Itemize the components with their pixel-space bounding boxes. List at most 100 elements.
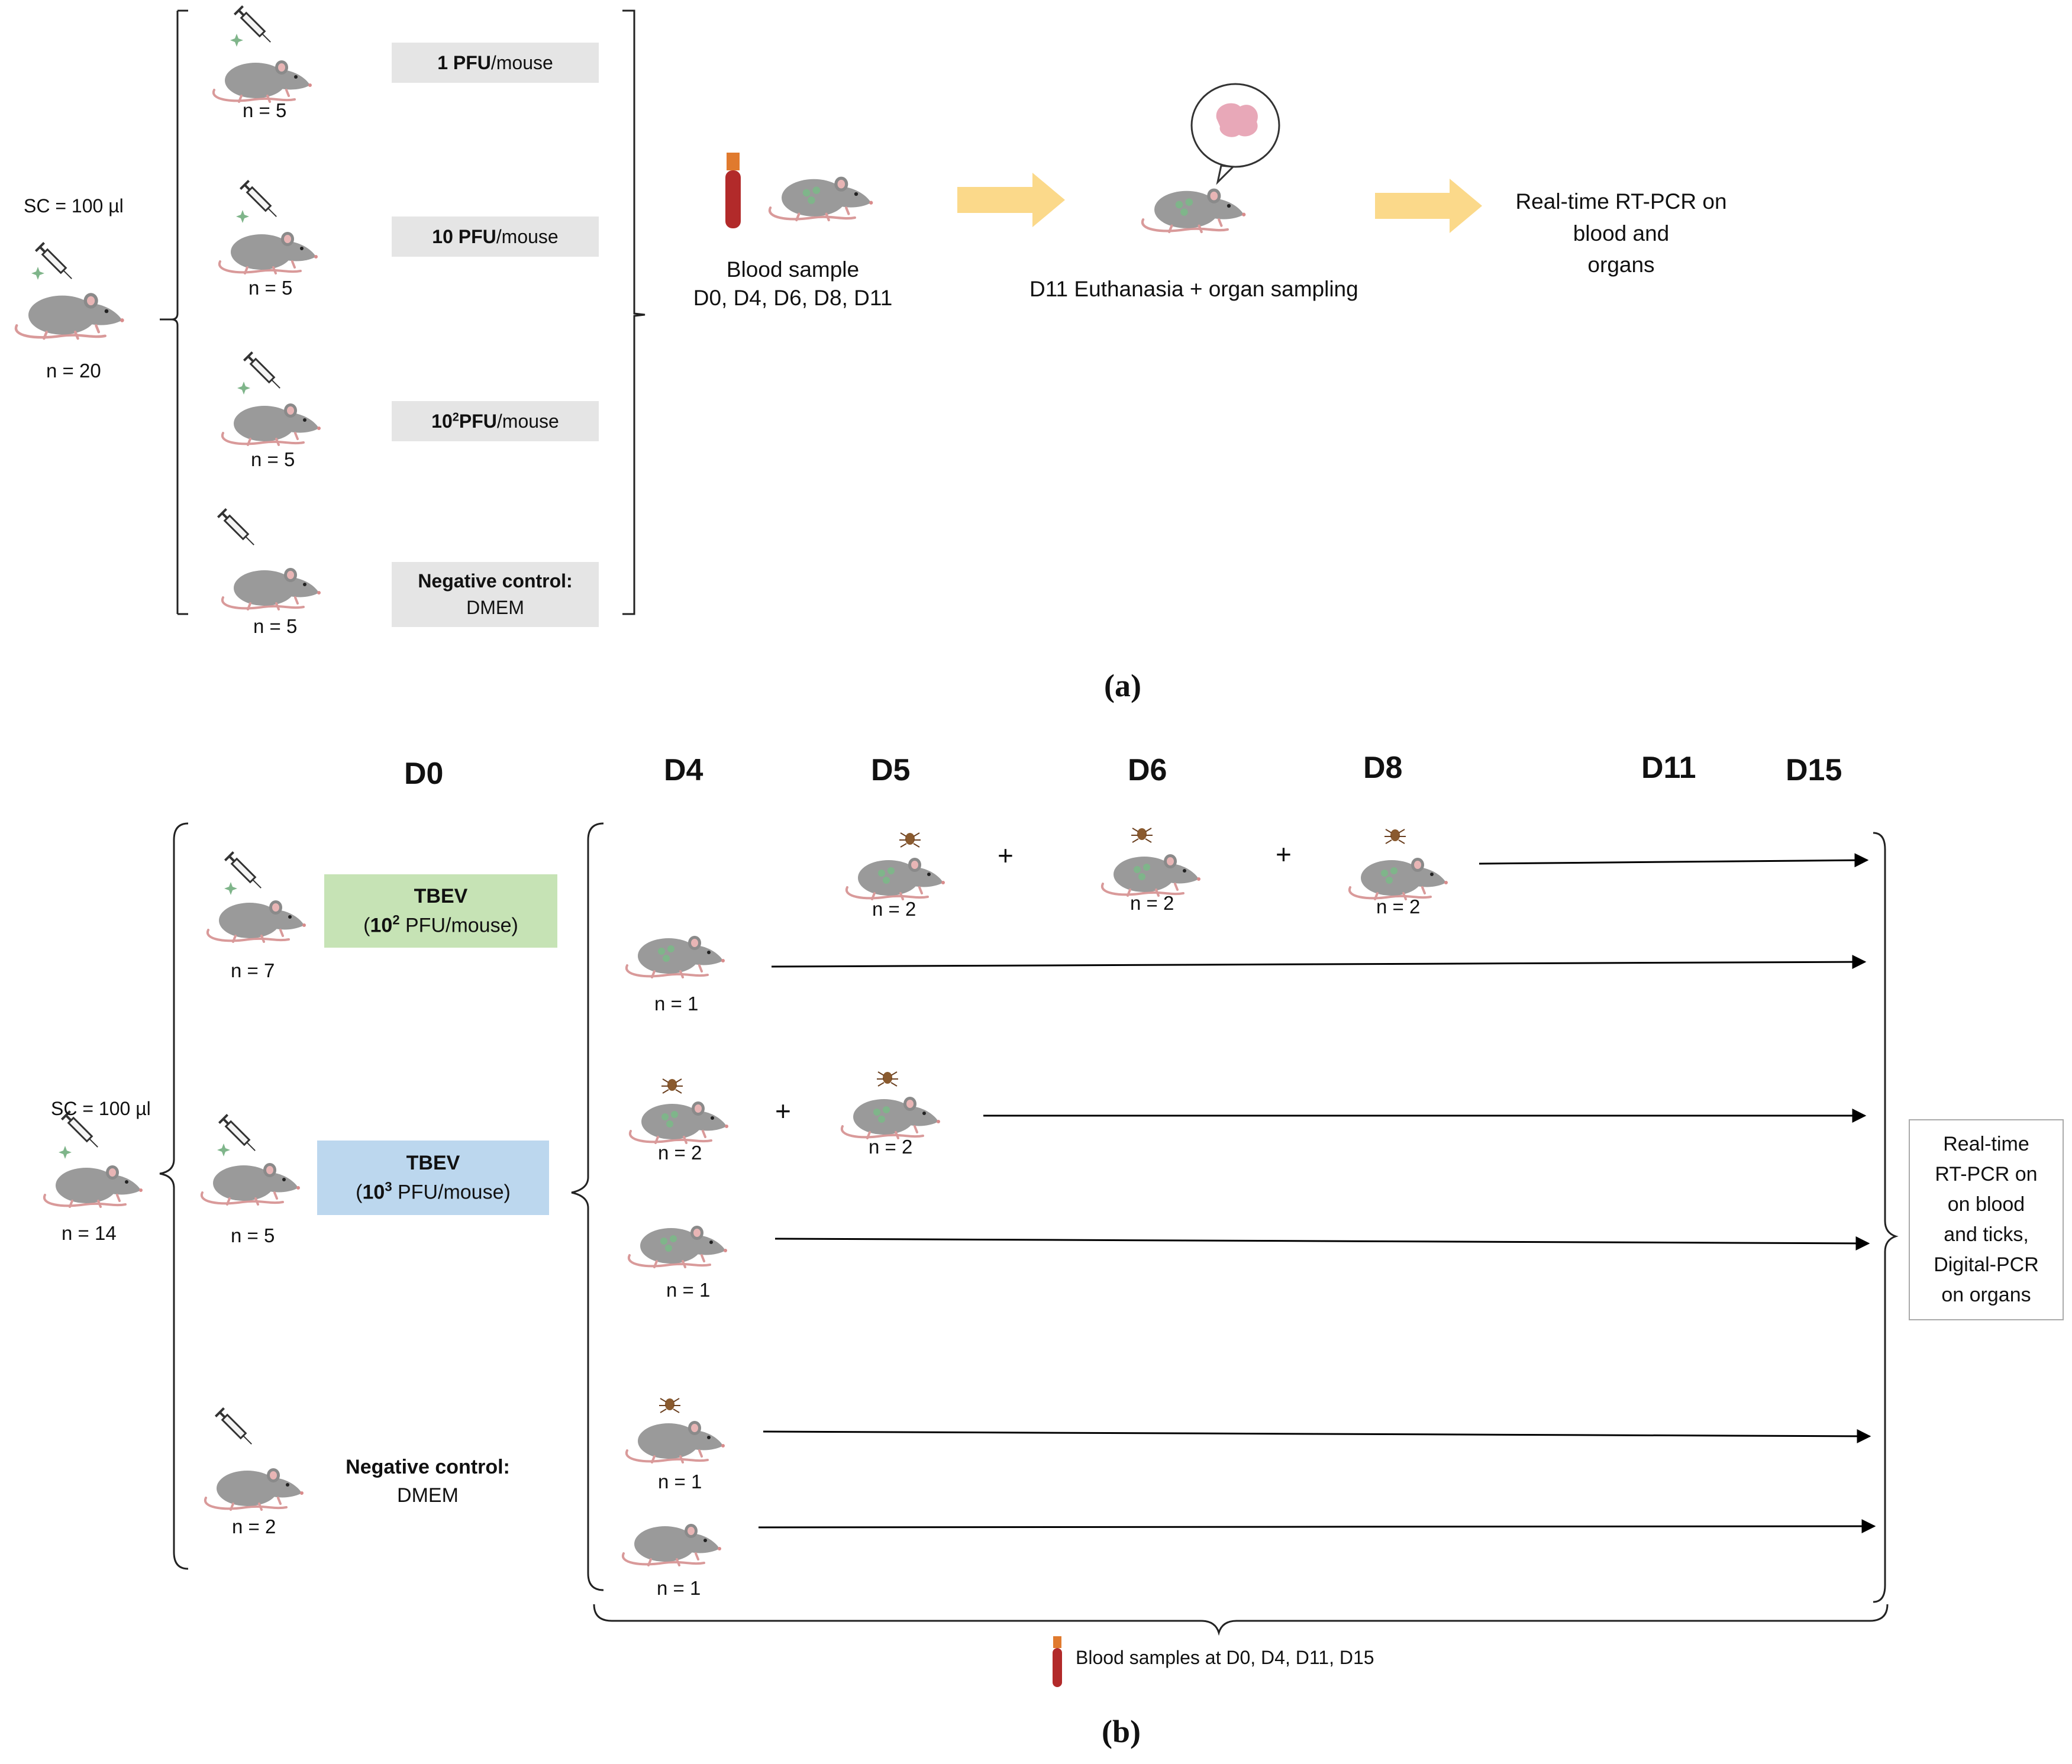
tbev-dose: (103 PFU/mouse)	[356, 1178, 511, 1207]
tick-mouse	[1348, 857, 1449, 900]
tbev-label: TBEV	[406, 1151, 460, 1174]
final-line: organs	[1587, 253, 1655, 277]
tick-icon	[899, 832, 921, 848]
n-label: n = 2	[1130, 892, 1174, 914]
panel-b-right-brace	[1873, 832, 1899, 1603]
tick-icon	[661, 1078, 683, 1094]
n-label: n = 7	[231, 959, 275, 981]
dose-superscript: 2	[452, 410, 459, 424]
tick-icon	[1131, 828, 1153, 843]
group-mouse-negative	[204, 1467, 305, 1511]
dose-text: 10 PFU	[432, 225, 496, 247]
n-label: n = 1	[654, 993, 699, 1015]
n-label: n = 1	[657, 1577, 701, 1599]
plus-sign: +	[1276, 839, 1292, 870]
dose-superscript: 3	[385, 1179, 392, 1194]
virus-icon	[59, 1146, 72, 1159]
dose-num: 10	[370, 914, 393, 937]
n-label: n = 2	[232, 1516, 276, 1537]
arrow-icon-2	[1375, 179, 1482, 233]
n-label: n = 2	[1376, 896, 1421, 917]
dose-num: 10	[362, 1181, 385, 1204]
dose-paren: (	[356, 1181, 363, 1204]
negative-control-label: Negative control:	[418, 570, 573, 592]
tick-mouse	[628, 1100, 730, 1144]
tick-icon	[659, 1398, 681, 1413]
panel-a-label: (a)	[1104, 668, 1141, 703]
dose-pfu: PFU	[459, 410, 497, 432]
n-label: n = 5	[231, 1225, 275, 1246]
tick-mouse	[625, 1420, 726, 1463]
tick-icon	[876, 1071, 899, 1087]
total-n-a: n = 20	[46, 360, 101, 382]
dose-box-1: 1 PFU/mouse	[392, 43, 599, 83]
day-label-d4: D4	[664, 753, 703, 787]
final-line: on organs	[1941, 1284, 2031, 1306]
final-line: Real-time	[1943, 1133, 2029, 1155]
main-mouse-b	[43, 1164, 144, 1208]
timeline-arrow-1	[1479, 853, 1869, 868]
final-line: blood and	[1573, 221, 1670, 245]
brain-bubble	[1190, 83, 1280, 185]
tick-mouse	[840, 1096, 941, 1139]
final-line: on blood	[1947, 1193, 2025, 1216]
virus-icon	[217, 1143, 230, 1156]
dose-unit: /mouse	[496, 225, 559, 247]
dose-unit: PFU/mouse)	[399, 914, 518, 937]
plus-sign: +	[775, 1096, 791, 1126]
panel-a-left-brace	[160, 11, 179, 614]
day-label-d11: D11	[1641, 751, 1696, 785]
n-label: n = 1	[658, 1471, 702, 1492]
syringe-icon	[218, 1113, 257, 1152]
dmem-label: DMEM	[397, 1484, 459, 1507]
final-line: RT-PCR on	[1935, 1163, 2038, 1185]
tbev-102-box: TBEV (102 PFU/mouse)	[324, 874, 557, 948]
injection-label-b: SC = 100 µl	[51, 1098, 151, 1119]
dose-text: 10	[431, 410, 453, 432]
syringe-icon	[214, 1407, 253, 1446]
negative-control-label: Negative control:	[346, 1456, 510, 1479]
tbev-label: TBEV	[414, 884, 468, 907]
infected-mouse	[625, 935, 726, 978]
day-label-d8: D8	[1363, 751, 1403, 785]
n-label: n = 2	[872, 898, 916, 920]
timeline-arrow-2	[771, 955, 1867, 970]
dose-box-4: Negative control: DMEM	[392, 562, 599, 627]
n-label: n = 1	[666, 1279, 711, 1301]
dose-box-2: 10 PFU/mouse	[392, 217, 599, 257]
dose-superscript: 2	[392, 912, 400, 928]
dose-unit: /mouse	[496, 410, 559, 432]
final-line: Digital-PCR	[1934, 1253, 2039, 1276]
n-label: n = 2	[658, 1142, 702, 1164]
panel-a-right-brace	[622, 9, 646, 615]
infected-mouse	[627, 1225, 728, 1268]
plus-sign: +	[998, 840, 1014, 871]
tick-mouse	[845, 857, 946, 900]
n-label: n = 5	[248, 277, 293, 299]
panel-b-left-brace	[159, 822, 189, 1570]
dmem-label: DMEM	[466, 597, 524, 618]
syringe-icon	[224, 851, 263, 890]
day-label-d5: D5	[871, 753, 911, 787]
timeline-arrow-5	[763, 1429, 1871, 1443]
dose-text: 1 PFU	[437, 51, 491, 73]
final-analysis-a: Real-time RT-PCR on blood and organs	[1497, 186, 1745, 281]
final-line: Real-time RT-PCR on	[1515, 189, 1727, 214]
n-label: n = 5	[243, 99, 287, 121]
tick-mouse	[1100, 853, 1202, 897]
group-mouse-tbev-102	[206, 899, 307, 943]
group-mouse-tbev-103	[200, 1162, 301, 1206]
final-analysis-b: Real-time RT-PCR on on blood and ticks, …	[1909, 1119, 2064, 1320]
negative-control-b: Negative control: DMEM	[324, 1449, 531, 1514]
day-label-d15: D15	[1786, 753, 1842, 787]
tick-icon	[1384, 829, 1406, 844]
blood-sample-days: D0, D4, D6, D8, D11	[693, 286, 893, 311]
total-n-b: n = 14	[62, 1222, 117, 1244]
tbev-dose: (102 PFU/mouse)	[363, 911, 518, 941]
virus-icon	[224, 882, 237, 895]
tbev-103-box: TBEV (103 PFU/mouse)	[317, 1141, 549, 1215]
blood-sample-label: Blood sample D0, D4, D6, D8, D11	[686, 256, 899, 312]
n-label: n = 5	[251, 448, 295, 470]
